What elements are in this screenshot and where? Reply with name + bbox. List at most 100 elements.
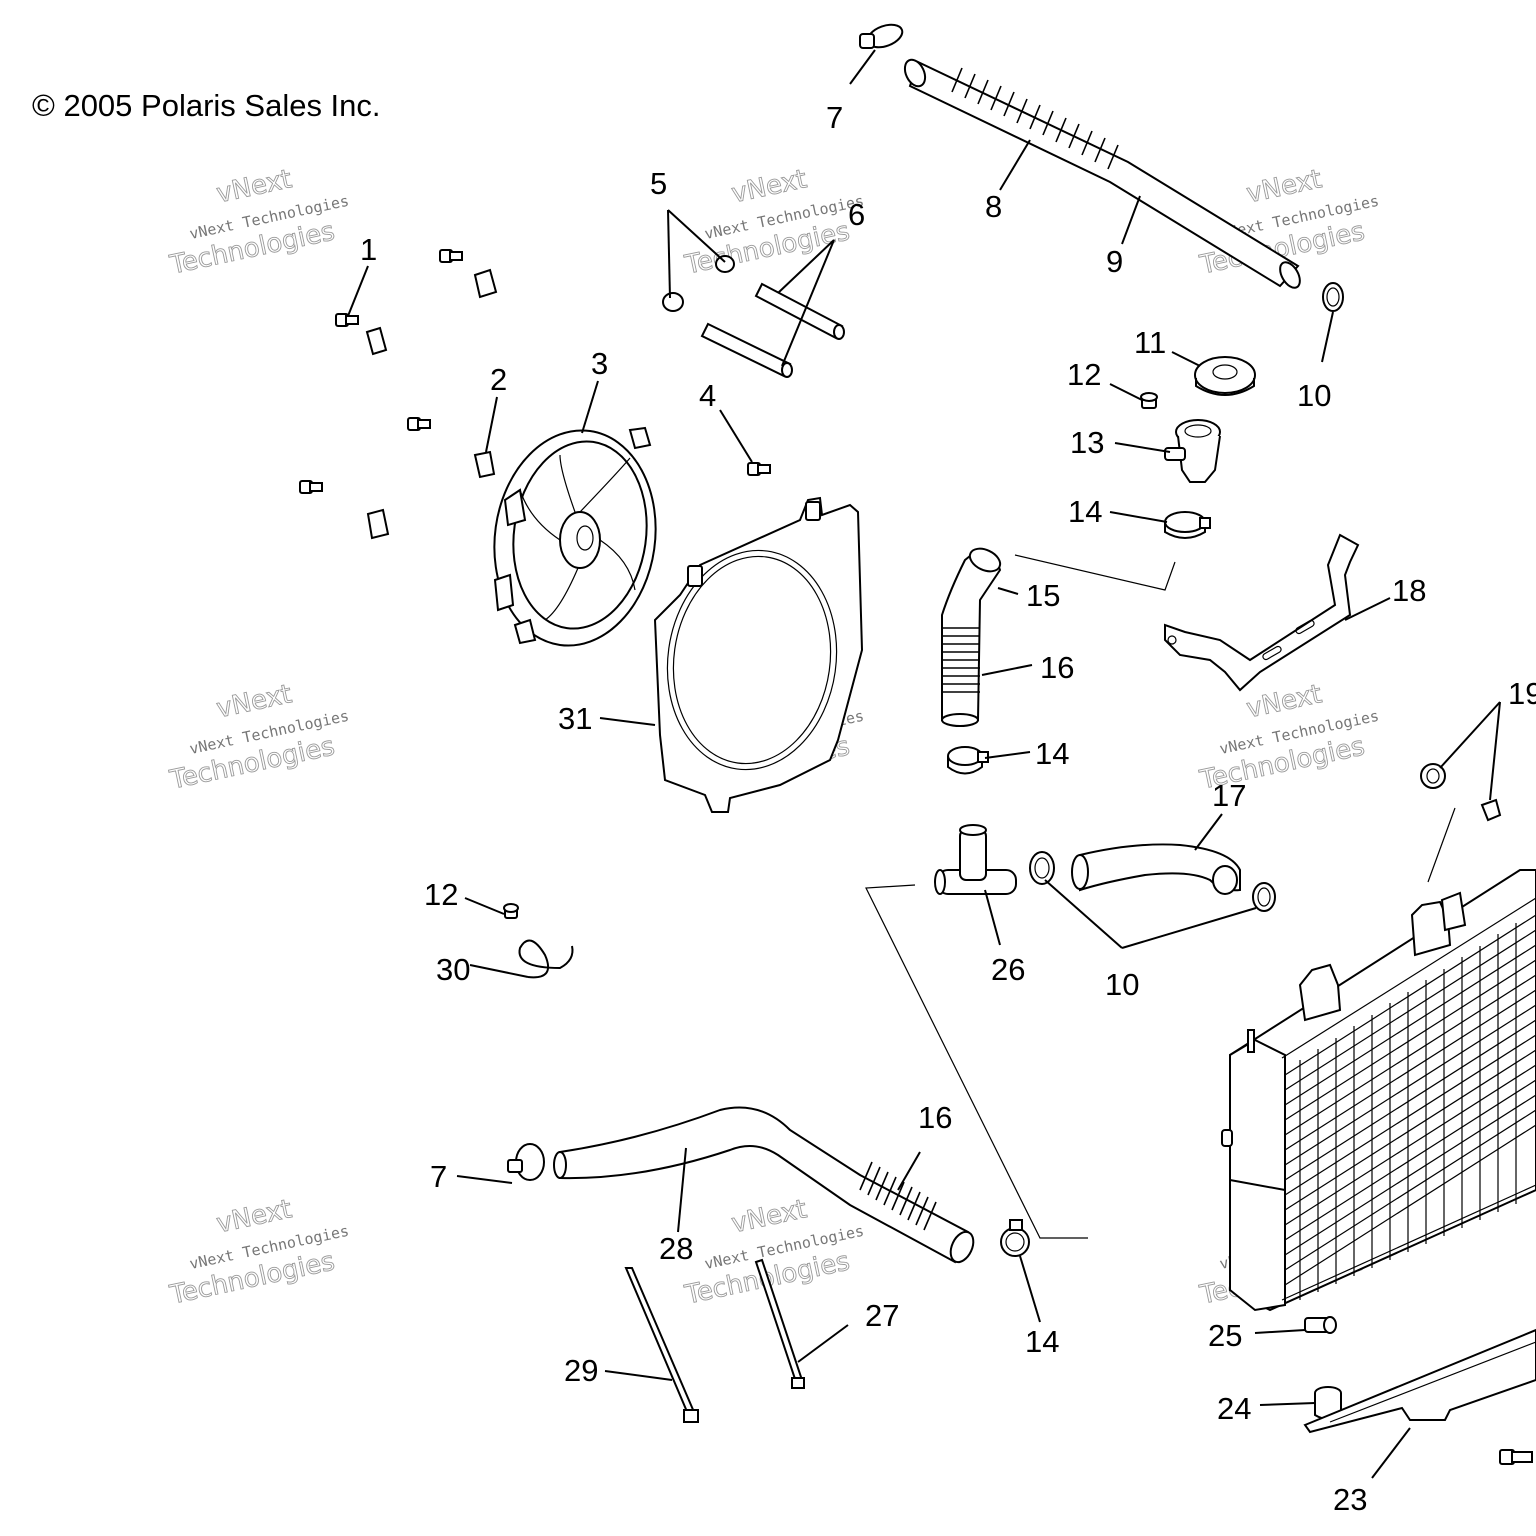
callout-5: 5 [650, 166, 667, 201]
screw-1 [335, 313, 359, 327]
callout-12-top: 12 [1067, 357, 1101, 392]
watermark: vNext vNext Technologies Technologies [1196, 679, 1380, 796]
spacer-6b [700, 322, 793, 378]
callout-23: 23 [1333, 1482, 1367, 1517]
assembly-line [1014, 554, 1176, 591]
hose-ribs [951, 67, 1119, 170]
grommet-19a [1420, 763, 1446, 789]
radiator-fins [1284, 914, 1536, 1300]
assembly-line [865, 884, 1088, 1239]
lower-radiator-hose [553, 1106, 975, 1264]
callout-14-lower: 14 [1025, 1324, 1059, 1359]
hose-clamp-14-lower [1000, 1219, 1030, 1257]
wire-harness-30 [518, 939, 574, 979]
cable-tie-29 [624, 1267, 699, 1423]
svg-text:vNext: vNext [1244, 679, 1325, 724]
cable-tie-27 [754, 1258, 805, 1389]
svg-text:vNext: vNext [1244, 164, 1325, 209]
callout-14-upper: 14 [1068, 494, 1102, 529]
fan-shroud [653, 496, 864, 813]
spacer-6a [754, 282, 845, 340]
hose-clamp-10-left [1029, 851, 1055, 885]
callout-25: 25 [1208, 1318, 1242, 1353]
callout-30: 30 [436, 952, 470, 987]
clip-1b [473, 268, 498, 299]
screw-1b [439, 249, 463, 263]
lower-mounting-bracket-23 [1303, 1328, 1536, 1434]
cooling-fan [493, 426, 657, 647]
svg-text:vNext: vNext [729, 164, 810, 209]
upper-radiator-hose [903, 58, 1301, 289]
clip-1 [365, 326, 388, 356]
watermark: vNext vNext Technologies Technologies [681, 164, 865, 281]
screw-12-lower [503, 903, 519, 919]
callout-31: 31 [558, 701, 592, 736]
copyright-notice: © 2005 Polaris Sales Inc. [32, 88, 381, 123]
callout-14-middle: 14 [1035, 736, 1069, 771]
callout-26: 26 [991, 952, 1025, 987]
screw-4 [747, 462, 771, 476]
callout-18: 18 [1392, 573, 1426, 608]
callout-15: 15 [1026, 578, 1060, 613]
svg-text:vNext: vNext [214, 164, 295, 209]
watermark: vNext vNext Technologies Technologies [166, 164, 350, 281]
grommet-5b [662, 292, 684, 312]
callout-labels: 1 2 3 4 5 6 7 8 9 10 11 12 13 14 15 16 1… [360, 100, 1536, 1517]
callout-13: 13 [1070, 425, 1104, 460]
callout-9: 9 [1106, 244, 1123, 279]
screw-23 [1499, 1449, 1533, 1465]
callout-11: 11 [1134, 325, 1166, 360]
hose-clamp-10-right [1252, 882, 1276, 912]
hose-ribs [859, 1161, 937, 1231]
hose-clamp-7-lower [507, 1143, 545, 1181]
hose-clamp-10 [1322, 282, 1344, 312]
hose-clamp-14-upper [1164, 511, 1211, 539]
drain-plug-25 [1304, 1316, 1337, 1334]
callout-4: 4 [699, 378, 716, 413]
grommet-19b [1480, 798, 1502, 822]
callout-24: 24 [1217, 1391, 1251, 1426]
tee-fitting [934, 824, 1017, 895]
hose-clamp-top [859, 23, 904, 49]
lower-bypass-hose [1071, 843, 1241, 895]
filler-neck [1164, 419, 1221, 483]
clip-2 [473, 450, 496, 479]
callout-10-middle: 10 [1105, 967, 1139, 1002]
callout-16-upper: 16 [1040, 650, 1074, 685]
clip-2b [366, 508, 390, 540]
callout-10-top: 10 [1297, 378, 1331, 413]
radiator [1221, 869, 1536, 1312]
callout-2: 2 [490, 362, 507, 397]
mounting-bracket [1164, 533, 1360, 692]
callout-1: 1 [360, 232, 377, 267]
callout-3: 3 [591, 346, 608, 381]
callout-28: 28 [659, 1231, 693, 1266]
callout-7-lower: 7 [430, 1159, 447, 1194]
screw-2b [299, 480, 323, 494]
callout-29: 29 [564, 1353, 598, 1388]
callout-19: 19 [1508, 676, 1536, 711]
radiator-cap [1194, 356, 1256, 396]
elbow-hose [941, 547, 1002, 727]
callout-8: 8 [985, 189, 1002, 224]
callout-6: 6 [848, 197, 865, 232]
svg-text:vNext: vNext [214, 679, 295, 724]
assembly-line [1427, 807, 1456, 883]
callout-16-lower: 16 [918, 1100, 952, 1135]
screw-2a [407, 417, 431, 431]
hose-ribs [942, 627, 980, 693]
leader-lines [347, 49, 1501, 1479]
callout-12-lower: 12 [424, 877, 458, 912]
callout-27: 27 [865, 1298, 899, 1333]
grommet-5a [715, 255, 735, 273]
screw-12-top [1140, 392, 1158, 409]
hose-clamp-14-middle [947, 746, 989, 775]
watermark: vNext vNext Technologies Technologies [166, 679, 350, 796]
svg-text:vNext: vNext [729, 1194, 810, 1239]
watermark: vNext vNext Technologies Technologies [166, 1194, 350, 1311]
callout-7-top: 7 [826, 100, 843, 135]
svg-text:vNext: vNext [214, 1194, 295, 1239]
callout-17: 17 [1212, 778, 1246, 813]
